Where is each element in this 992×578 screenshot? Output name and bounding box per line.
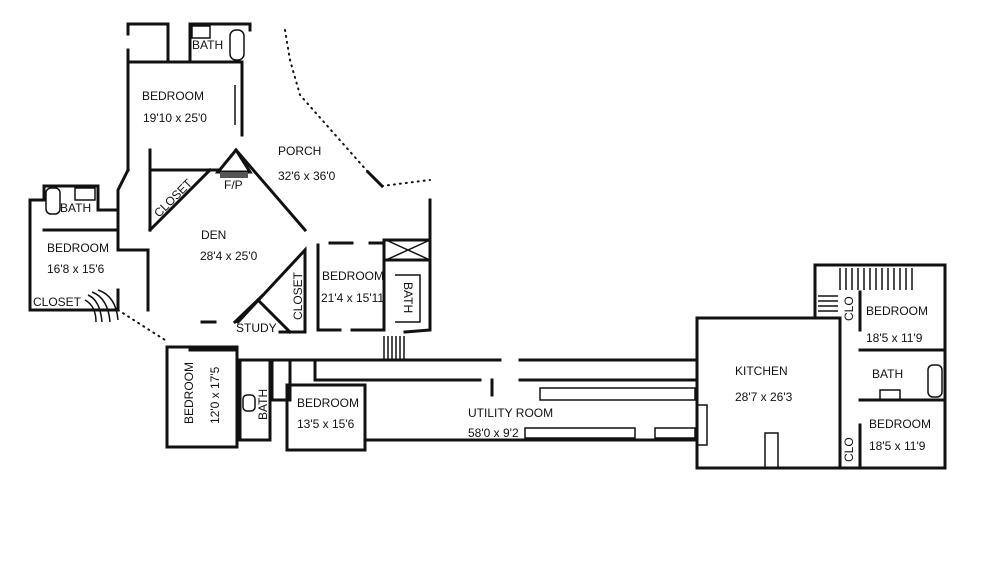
den-label: DEN <box>201 228 226 242</box>
den-dims: 28'4 x 25'0 <box>200 249 258 263</box>
bedroom-ne-label: BEDROOM <box>866 304 928 318</box>
floor-plan-walls <box>28 22 947 470</box>
bedroom-top-dims: 19'10 x 25'0 <box>143 111 207 125</box>
bedroom-lower-label: BEDROOM <box>297 396 359 410</box>
kitchen-label: KITCHEN <box>735 364 788 378</box>
porch-open-edges <box>117 29 431 341</box>
bath-left-label: BATH <box>60 201 91 215</box>
porch-label: PORCH <box>278 144 321 158</box>
room-labels: BEDROOM 19'10 x 25'0 BATH PORCH 32'6 x 3… <box>33 38 931 462</box>
bedroom-top-label: BEDROOM <box>142 89 204 103</box>
porch-dims: 32'6 x 36'0 <box>278 169 336 183</box>
bath-east-label: BATH <box>872 367 903 381</box>
bedroom-se-label: BEDROOM <box>869 417 931 431</box>
closet-den-label: CLOSET <box>151 176 195 220</box>
utility-room-label: UTILITY ROOM <box>468 406 553 420</box>
bedroom-sw-dims: 12'0 x 17'5 <box>208 366 222 424</box>
bedroom-left-label: BEDROOM <box>47 241 109 255</box>
bedroom-lower-dims: 13'5 x 15'6 <box>297 417 355 431</box>
kitchen-dims: 28'7 x 26'3 <box>735 390 793 404</box>
closet-left-label: CLOSET <box>33 295 82 309</box>
closet-mid-label: CLOSET <box>291 271 305 320</box>
study-label: STUDY <box>236 321 277 335</box>
bath-top-label: BATH <box>192 38 223 52</box>
clo-upper-label: CLO <box>842 296 856 321</box>
bedroom-ne-dims: 18'5 x 11'9 <box>866 331 923 345</box>
utility-room-dims: 58'0 x 9'2 <box>468 426 519 440</box>
bedroom-sw-label: BEDROOM <box>182 362 196 424</box>
bedroom-left-dims: 16'8 x 15'6 <box>47 262 105 276</box>
fireplace-label: F/P <box>224 178 243 192</box>
bath-sw-label: BATH <box>256 389 270 420</box>
bedroom-mid-label: BEDROOM <box>322 269 384 283</box>
bath-mid-label: BATH <box>401 282 415 313</box>
clo-lower-label: CLO <box>842 437 856 462</box>
bedroom-se-dims: 18'5 x 11'9 <box>869 439 926 453</box>
bedroom-mid-dims: 21'4 x 15'11 <box>321 291 384 305</box>
